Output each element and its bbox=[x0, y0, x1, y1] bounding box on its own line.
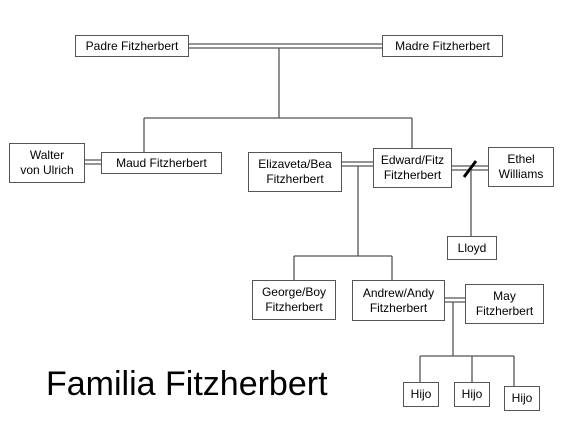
person-box-andrew: Andrew/Andy Fitzherbert bbox=[352, 280, 445, 321]
person-box-george: George/Boy Fitzherbert bbox=[252, 280, 336, 320]
person-box-hijo-1: Hijo bbox=[403, 382, 439, 407]
person-box-madre: Madre Fitzherbert bbox=[382, 35, 503, 57]
diagram-title: Familia Fitzherbert bbox=[46, 365, 328, 403]
divorce-mark bbox=[462, 160, 478, 178]
person-box-hijo-3: Hijo bbox=[504, 386, 540, 411]
person-box-edward: Edward/Fitz Fitzherbert bbox=[373, 148, 452, 188]
person-box-ethel: Ethel Williams bbox=[488, 147, 554, 187]
person-box-elizaveta: Elizaveta/Bea Fitzherbert bbox=[248, 152, 342, 192]
person-box-hijo-2: Hijo bbox=[454, 382, 490, 407]
person-box-lloyd: Lloyd bbox=[447, 236, 497, 260]
person-box-walter: Walter von Ulrich bbox=[9, 143, 85, 183]
person-box-may: May Fitzherbert bbox=[465, 284, 544, 324]
person-box-padre: Padre Fitzherbert bbox=[75, 35, 189, 57]
person-box-maud: Maud Fitzherbert bbox=[101, 152, 222, 174]
